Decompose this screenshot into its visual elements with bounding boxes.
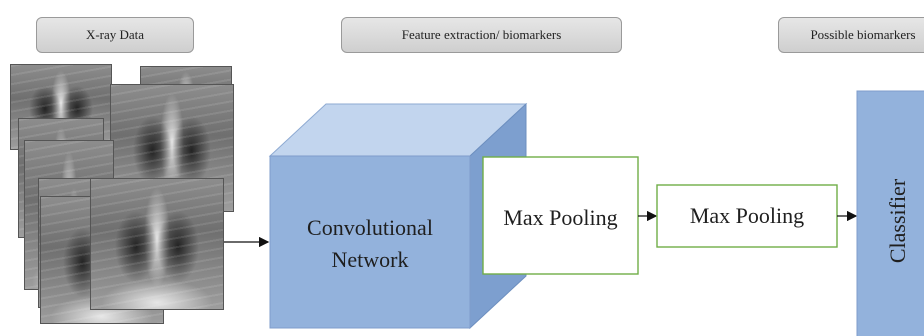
stage-label-xray-data: X-ray Data	[36, 17, 194, 53]
chest-xray-image	[90, 178, 224, 310]
stage-label-xray-data-text: X-ray Data	[85, 27, 145, 42]
stage-label-feature-extraction: Feature extraction/ biomarkers	[341, 17, 622, 53]
classifier-block	[856, 90, 924, 336]
cnn-cube-front	[269, 155, 471, 329]
classifier-label: Classifier	[885, 178, 910, 264]
max-pooling-box-2	[656, 184, 838, 248]
cnn-label: Convolutional Network	[307, 215, 433, 272]
stage-label-possible-biomarkers-text: Possible biomarkers	[810, 27, 916, 42]
max-pooling-label-2: Max Pooling	[689, 203, 805, 228]
max-pooling-box-1	[482, 156, 639, 275]
max-pooling-label-1: Max Pooling	[503, 205, 618, 230]
xray-image-stack	[0, 0, 240, 336]
stage-label-feature-extraction-text: Feature extraction/ biomarkers	[401, 27, 562, 42]
stage-label-possible-biomarkers: Possible biomarkers	[778, 17, 924, 53]
